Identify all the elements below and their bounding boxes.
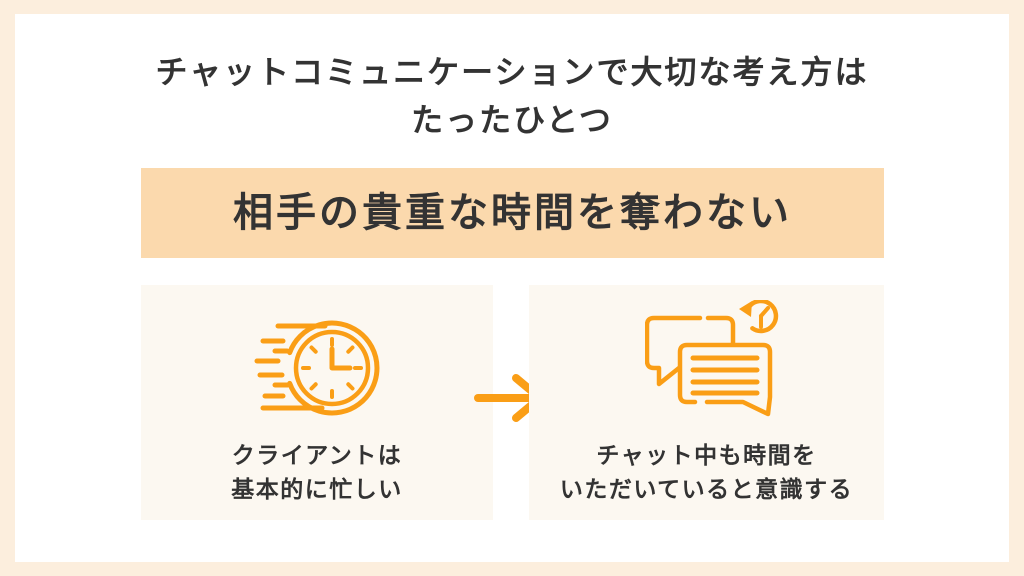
- card-client-busy: クライアントは 基本的に忙しい: [141, 285, 493, 520]
- card-chat-time-awareness: チャット中も時間を いただいていると意識する: [529, 285, 884, 520]
- card-caption: チャット中も時間を いただいていると意識する: [529, 438, 884, 506]
- card-caption-line-1: チャット中も時間を: [596, 442, 817, 468]
- speeding-clock-icon: [254, 320, 380, 416]
- page-title-line-1: チャットコミュニケーションで大切な考え方は: [155, 54, 869, 90]
- card-caption-line-2: いただいていると意識する: [559, 476, 854, 502]
- key-message-text: 相手の貴重な時間を奪わない: [233, 191, 792, 235]
- key-message-banner: 相手の貴重な時間を奪わない: [141, 168, 884, 258]
- card-caption-line-1: クライアントは: [231, 442, 403, 468]
- page-title: チャットコミュニケーションで大切な考え方は たったひとつ: [0, 48, 1024, 144]
- chat-bubbles-time-icon: [645, 300, 779, 417]
- page-title-line-2: たったひとつ: [411, 102, 613, 138]
- card-caption: クライアントは 基本的に忙しい: [141, 438, 493, 506]
- card-caption-line-2: 基本的に忙しい: [231, 476, 403, 502]
- refresh-clock-glyph: [739, 300, 779, 334]
